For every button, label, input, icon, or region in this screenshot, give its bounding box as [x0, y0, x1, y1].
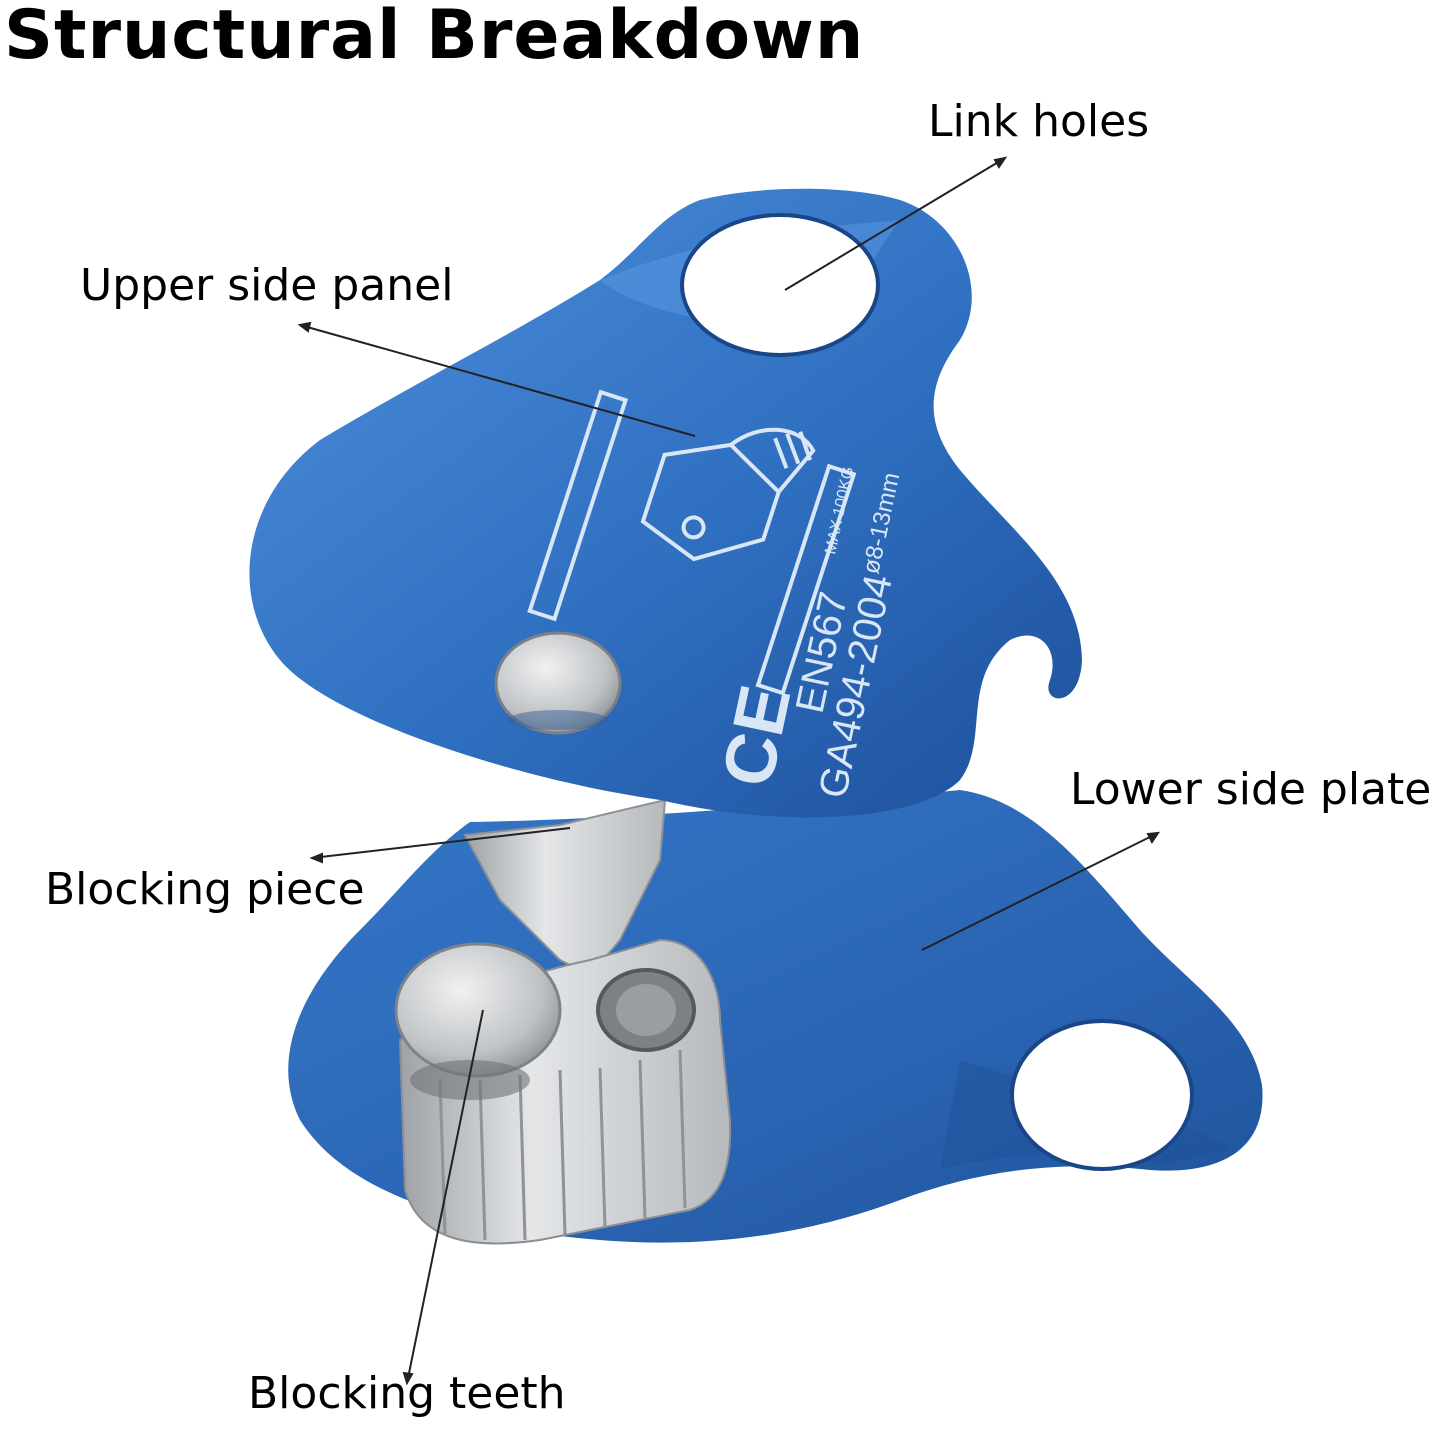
upper-rivet — [494, 631, 622, 735]
upper-side-panel — [249, 188, 1083, 818]
leader-lower-side-plate — [921, 832, 1159, 951]
label-upper-side-panel: Upper side panel — [80, 260, 454, 311]
leader-link-holes — [784, 157, 1006, 291]
label-blocking-teeth: Blocking teeth — [248, 1368, 566, 1419]
leader-upper-side-panel — [299, 324, 696, 437]
label-blocking-piece: Blocking piece — [45, 864, 365, 915]
teeth-spring-cap — [394, 942, 562, 1078]
blocking-piece — [463, 798, 667, 977]
page-title: Structural Breakdown — [4, 0, 865, 75]
engraved-pictogram — [527, 389, 857, 696]
leader-blocking-teeth — [406, 1009, 484, 1384]
label-link-holes: Link holes — [928, 96, 1150, 147]
upper-link-hole — [680, 213, 880, 357]
leader-lines — [297, 156, 1161, 1386]
teeth-ridges — [438, 1049, 687, 1241]
lower-link-hole — [1010, 1019, 1194, 1171]
leader-blocking-piece — [311, 827, 571, 859]
label-lower-side-plate: Lower side plate — [1070, 764, 1432, 815]
